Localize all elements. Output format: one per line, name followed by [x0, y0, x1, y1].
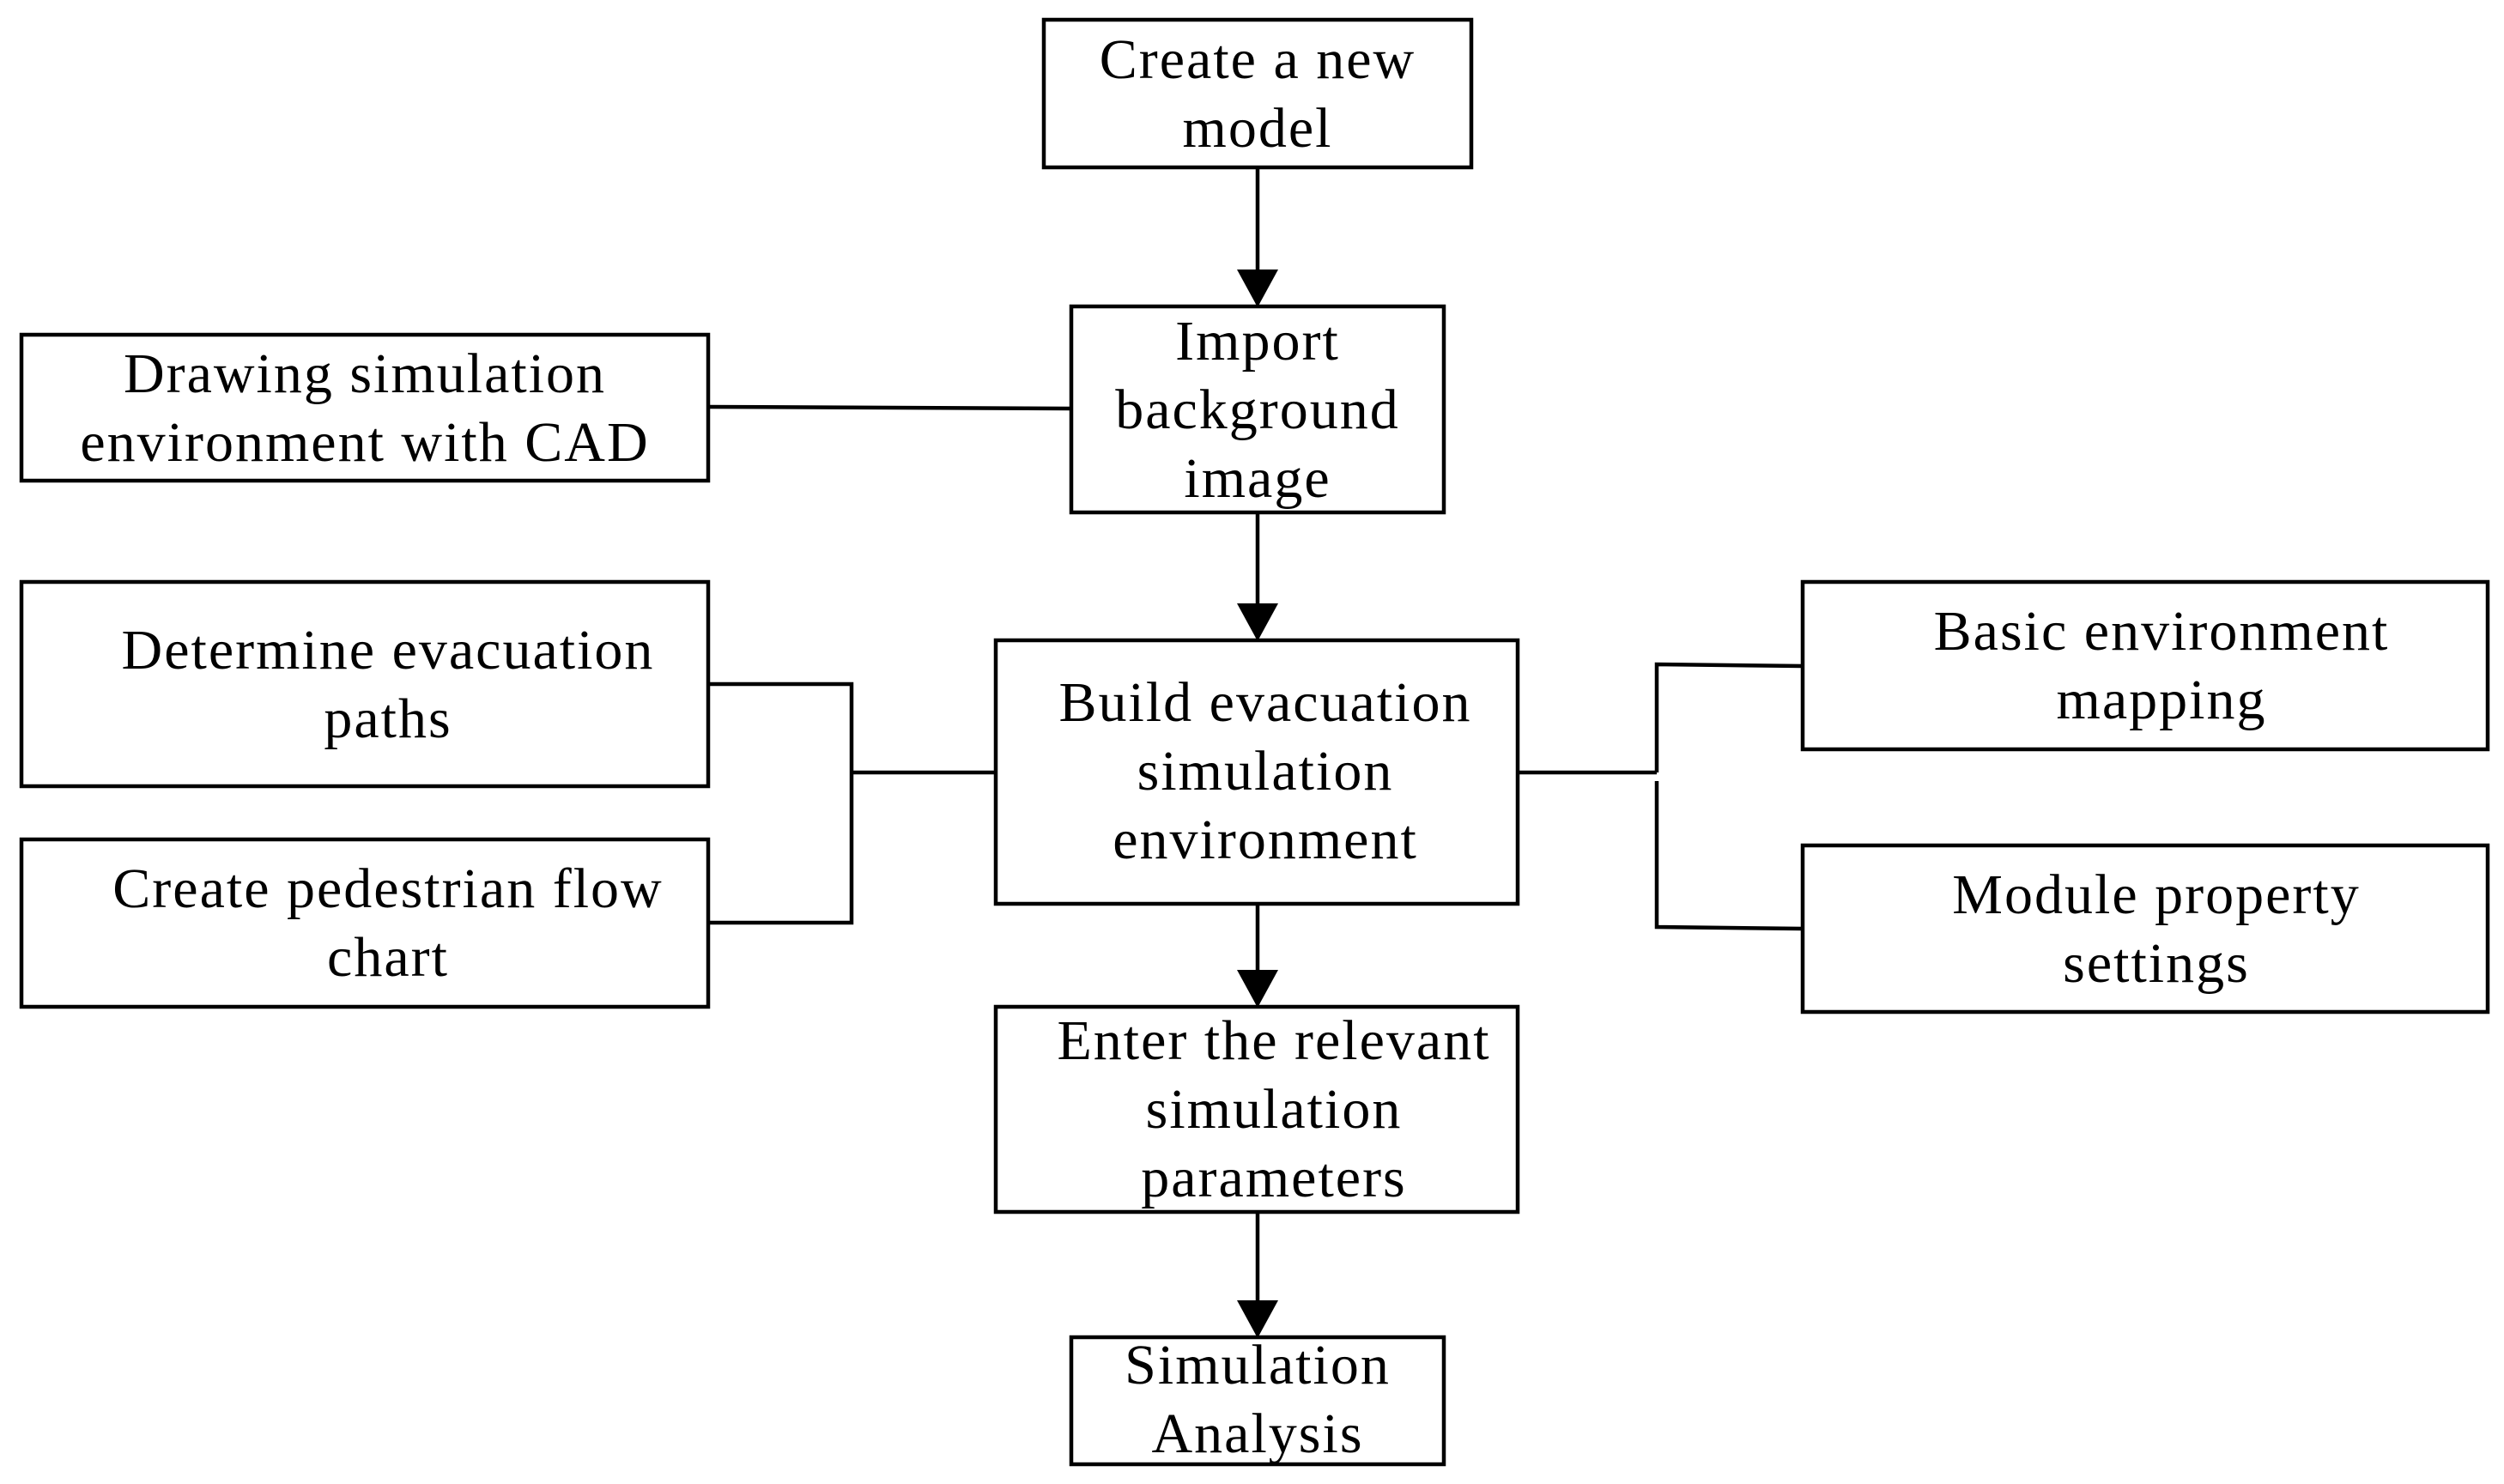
node-label-line: Drawing simulation: [124, 342, 606, 405]
node-label-line: environment: [1113, 809, 1418, 871]
node-enter-parameters-box: [993, 1004, 1520, 1214]
node-label-line: environment with CAD: [80, 411, 649, 474]
node-label-line: Import: [1175, 310, 1340, 373]
connectors: [707, 167, 1804, 1338]
node-label-line: mapping: [2057, 669, 2267, 731]
node-label-line: chart: [327, 926, 449, 989]
node-label-line: background: [1115, 379, 1400, 441]
node-create-model-box: [1041, 17, 1474, 170]
node-label-line: Build evacuation: [1058, 671, 1471, 734]
node-import-background-box: [1069, 304, 1446, 515]
node-label-line: model: [1183, 97, 1333, 160]
node-label-line: simulation: [1146, 1078, 1403, 1141]
node-build-environment-box: [993, 638, 1520, 906]
bracket-left: [708, 681, 854, 925]
node-label-line: Enter the relevant: [1057, 1009, 1490, 1072]
node-label-line: Basic environment: [1934, 600, 2390, 663]
node-label-line: simulation: [1137, 740, 1394, 803]
node-label-line: Analysis: [1152, 1402, 1364, 1465]
node-label-line: paths: [324, 687, 452, 750]
line-cad-to-import: [707, 404, 1072, 411]
node-simulation-analysis-box: [1069, 1335, 1446, 1467]
node-label-line: settings: [2063, 932, 2250, 995]
node-label-line: Module property: [1952, 863, 2360, 926]
node-pedestrian-flow-box: [19, 837, 711, 1009]
node-label-line: parameters: [1141, 1147, 1407, 1209]
node-label-line: image: [1184, 447, 1331, 510]
node-label-line: Create pedestrian flow: [112, 857, 663, 920]
node-label-line: Create a new: [1100, 28, 1416, 91]
node-determine-paths-box: [19, 579, 711, 789]
bracket-right-bottom: [1654, 781, 1804, 931]
node-label-line: Determine evacuation: [122, 619, 655, 681]
node-drawing-cad-box: [19, 332, 711, 483]
node-label-line: Simulation: [1125, 1334, 1391, 1396]
bracket-right-top: [1654, 662, 1804, 772]
node-module-settings-box: [1800, 843, 2490, 1015]
node-basic-mapping-box: [1800, 579, 2490, 752]
